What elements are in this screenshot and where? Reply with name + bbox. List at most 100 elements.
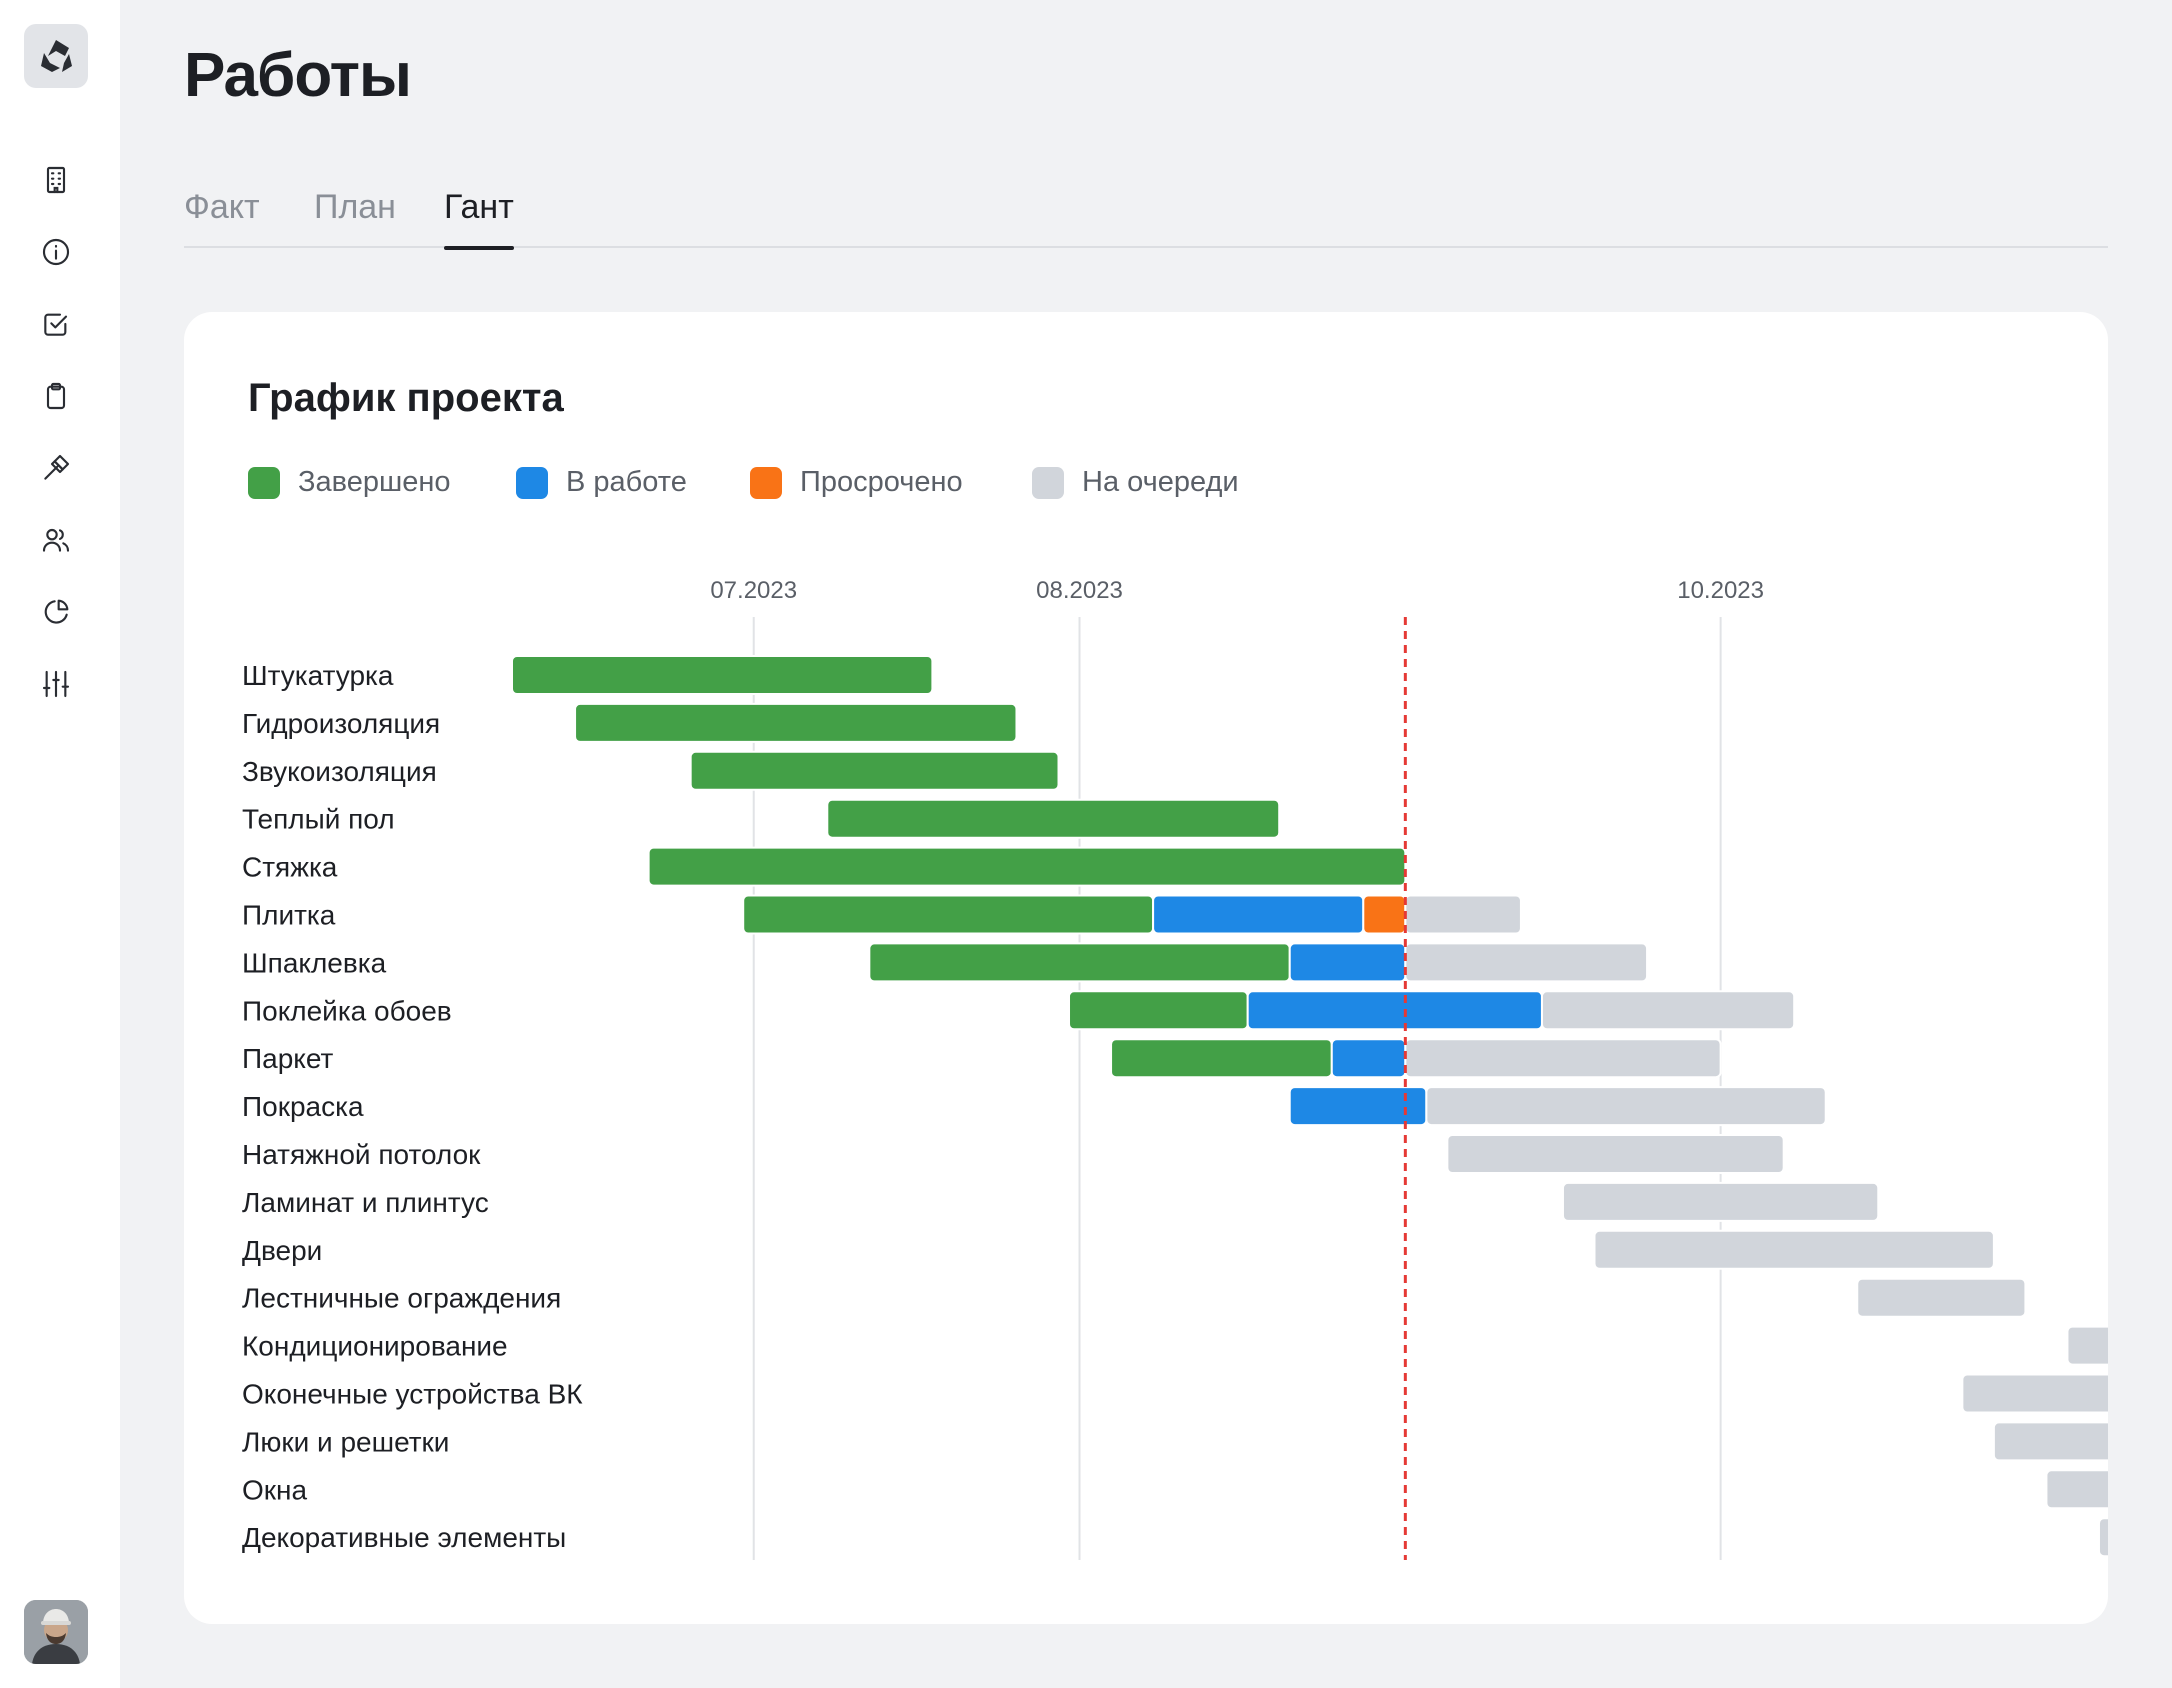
bar-segment-queued[interactable]: [2045, 1469, 2108, 1510]
task-bar-group[interactable]: [1288, 1086, 1827, 1127]
task-label: Натяжной потолок: [242, 1139, 481, 1170]
legend-swatch-overdue: [750, 466, 782, 499]
bar-segment-queued[interactable]: [1856, 1277, 2027, 1318]
tab-gantt[interactable]: Гант: [444, 188, 514, 250]
legend-label: На очереди: [1082, 466, 1239, 498]
bar-segment-progress[interactable]: [1288, 942, 1407, 983]
bar-segment-progress[interactable]: [1288, 1086, 1428, 1127]
task-label: Люки и решетки: [242, 1426, 449, 1457]
bar-segment-queued[interactable]: [1540, 990, 1796, 1031]
legend-label: Завершено: [298, 466, 451, 498]
task-bar-group[interactable]: [1856, 1277, 2027, 1318]
sidebar: [0, 0, 120, 1688]
task-label: Теплый пол: [242, 804, 395, 835]
task-bar-group[interactable]: [1110, 1038, 1722, 1079]
task-label: Паркет: [242, 1043, 333, 1074]
bar-segment-overdue[interactable]: [1362, 894, 1407, 935]
legend-label: Просрочено: [800, 466, 963, 498]
user-avatar[interactable]: [24, 1600, 88, 1664]
x-tick-label: 08.2023: [1036, 577, 1123, 604]
bar-segment-done[interactable]: [826, 798, 1281, 839]
bar-segment-queued[interactable]: [1404, 942, 1649, 983]
task-label: Шпаклевка: [242, 947, 387, 978]
gantt-chart: 07.2023 08.2023 10.2023ШтукатуркаГидроизол…: [242, 577, 2108, 1560]
task-bar-group[interactable]: [1561, 1181, 1880, 1222]
task-label: Гидроизоляция: [242, 708, 440, 739]
company-logo-icon[interactable]: [24, 24, 88, 88]
legend-swatch-done: [248, 466, 280, 499]
task-bar-group[interactable]: [1961, 1373, 2108, 1414]
pie-chart-icon[interactable]: [37, 593, 75, 631]
building-icon[interactable]: [37, 161, 75, 199]
task-label: Покраска: [242, 1091, 364, 1122]
legend-label: В работе: [566, 466, 687, 498]
task-label: Лестничные ограждения: [242, 1283, 561, 1314]
task-bar-group[interactable]: [1593, 1229, 1995, 1270]
task-bar-group[interactable]: [1992, 1421, 2108, 1462]
bar-segment-queued[interactable]: [1446, 1134, 1785, 1174]
bar-segment-done[interactable]: [1068, 990, 1249, 1031]
bar-segment-queued[interactable]: [1425, 1086, 1827, 1127]
project-schedule-card: График проекта Завершено В работе Просро…: [184, 312, 2108, 1624]
page-title: Работы: [184, 41, 412, 110]
info-icon[interactable]: [37, 233, 75, 271]
task-label: Двери: [242, 1235, 322, 1266]
legend-item-queued: На очереди: [1032, 466, 1239, 499]
task-bar-group[interactable]: [868, 942, 1649, 983]
task-label: Декоративные элементы: [242, 1522, 566, 1553]
clipboard-icon[interactable]: [37, 377, 75, 415]
task-label: Окна: [242, 1474, 307, 1505]
task-label: Звукоизоляция: [242, 756, 437, 787]
task-bar-group[interactable]: [647, 846, 1407, 887]
bar-segment-progress[interactable]: [1152, 894, 1365, 935]
tab-fact[interactable]: Факт: [184, 188, 260, 226]
task-bar-group[interactable]: [2097, 1517, 2108, 1558]
bar-segment-done[interactable]: [868, 942, 1291, 983]
legend-item-progress: В работе: [516, 466, 687, 499]
bar-segment-queued[interactable]: [1404, 1038, 1722, 1079]
bar-segment-progress[interactable]: [1330, 1038, 1407, 1079]
bar-segment-progress[interactable]: [1246, 990, 1543, 1031]
task-bar-group[interactable]: [689, 750, 1060, 791]
task-label: Стяжка: [242, 852, 338, 883]
task-label: Штукатурка: [242, 660, 394, 691]
task-bar-group[interactable]: [2045, 1469, 2108, 1510]
bar-segment-queued[interactable]: [1593, 1229, 1995, 1270]
x-tick-label: 07.2023: [710, 577, 797, 604]
task-bar-group[interactable]: [742, 894, 1522, 935]
task-label: Оконечные устройства ВК: [242, 1379, 583, 1410]
bar-segment-done[interactable]: [574, 702, 1018, 743]
bar-segment-queued[interactable]: [2097, 1517, 2108, 1558]
bar-segment-queued[interactable]: [1404, 894, 1522, 935]
legend-item-overdue: Просрочено: [750, 466, 963, 499]
bar-segment-queued[interactable]: [1961, 1373, 2108, 1414]
bar-segment-queued[interactable]: [2066, 1325, 2108, 1366]
legend-swatch-progress: [516, 466, 548, 499]
tab-plan[interactable]: План: [314, 188, 396, 226]
task-bar-group[interactable]: [2066, 1325, 2108, 1366]
task-label: Кондиционирование: [242, 1331, 508, 1362]
x-tick-label: 10.2023: [1677, 577, 1764, 604]
bar-segment-done[interactable]: [647, 846, 1407, 887]
card-title: График проекта: [248, 376, 564, 420]
task-bar-group[interactable]: [574, 702, 1018, 743]
bar-segment-done[interactable]: [742, 894, 1155, 935]
task-bar-group[interactable]: [1446, 1134, 1785, 1174]
tab-bar: Факт План Гант: [184, 180, 2108, 250]
users-icon[interactable]: [37, 521, 75, 559]
bar-segment-done[interactable]: [511, 655, 934, 695]
sliders-icon[interactable]: [37, 665, 75, 703]
task-bar-group[interactable]: [826, 798, 1281, 839]
task-label: Ламинат и плинтус: [242, 1187, 489, 1218]
bar-segment-done[interactable]: [1110, 1038, 1333, 1079]
legend-swatch-queued: [1032, 466, 1064, 499]
bar-segment-done[interactable]: [689, 750, 1060, 791]
hammer-icon[interactable]: [37, 449, 75, 487]
bar-segment-queued[interactable]: [1992, 1421, 2108, 1462]
checkbox-icon[interactable]: [37, 305, 75, 343]
task-bar-group[interactable]: [511, 655, 934, 695]
task-label: Поклейка обоев: [242, 995, 452, 1026]
task-bar-group[interactable]: [1068, 990, 1796, 1031]
bar-segment-queued[interactable]: [1561, 1181, 1880, 1222]
task-label: Плитка: [242, 900, 336, 931]
